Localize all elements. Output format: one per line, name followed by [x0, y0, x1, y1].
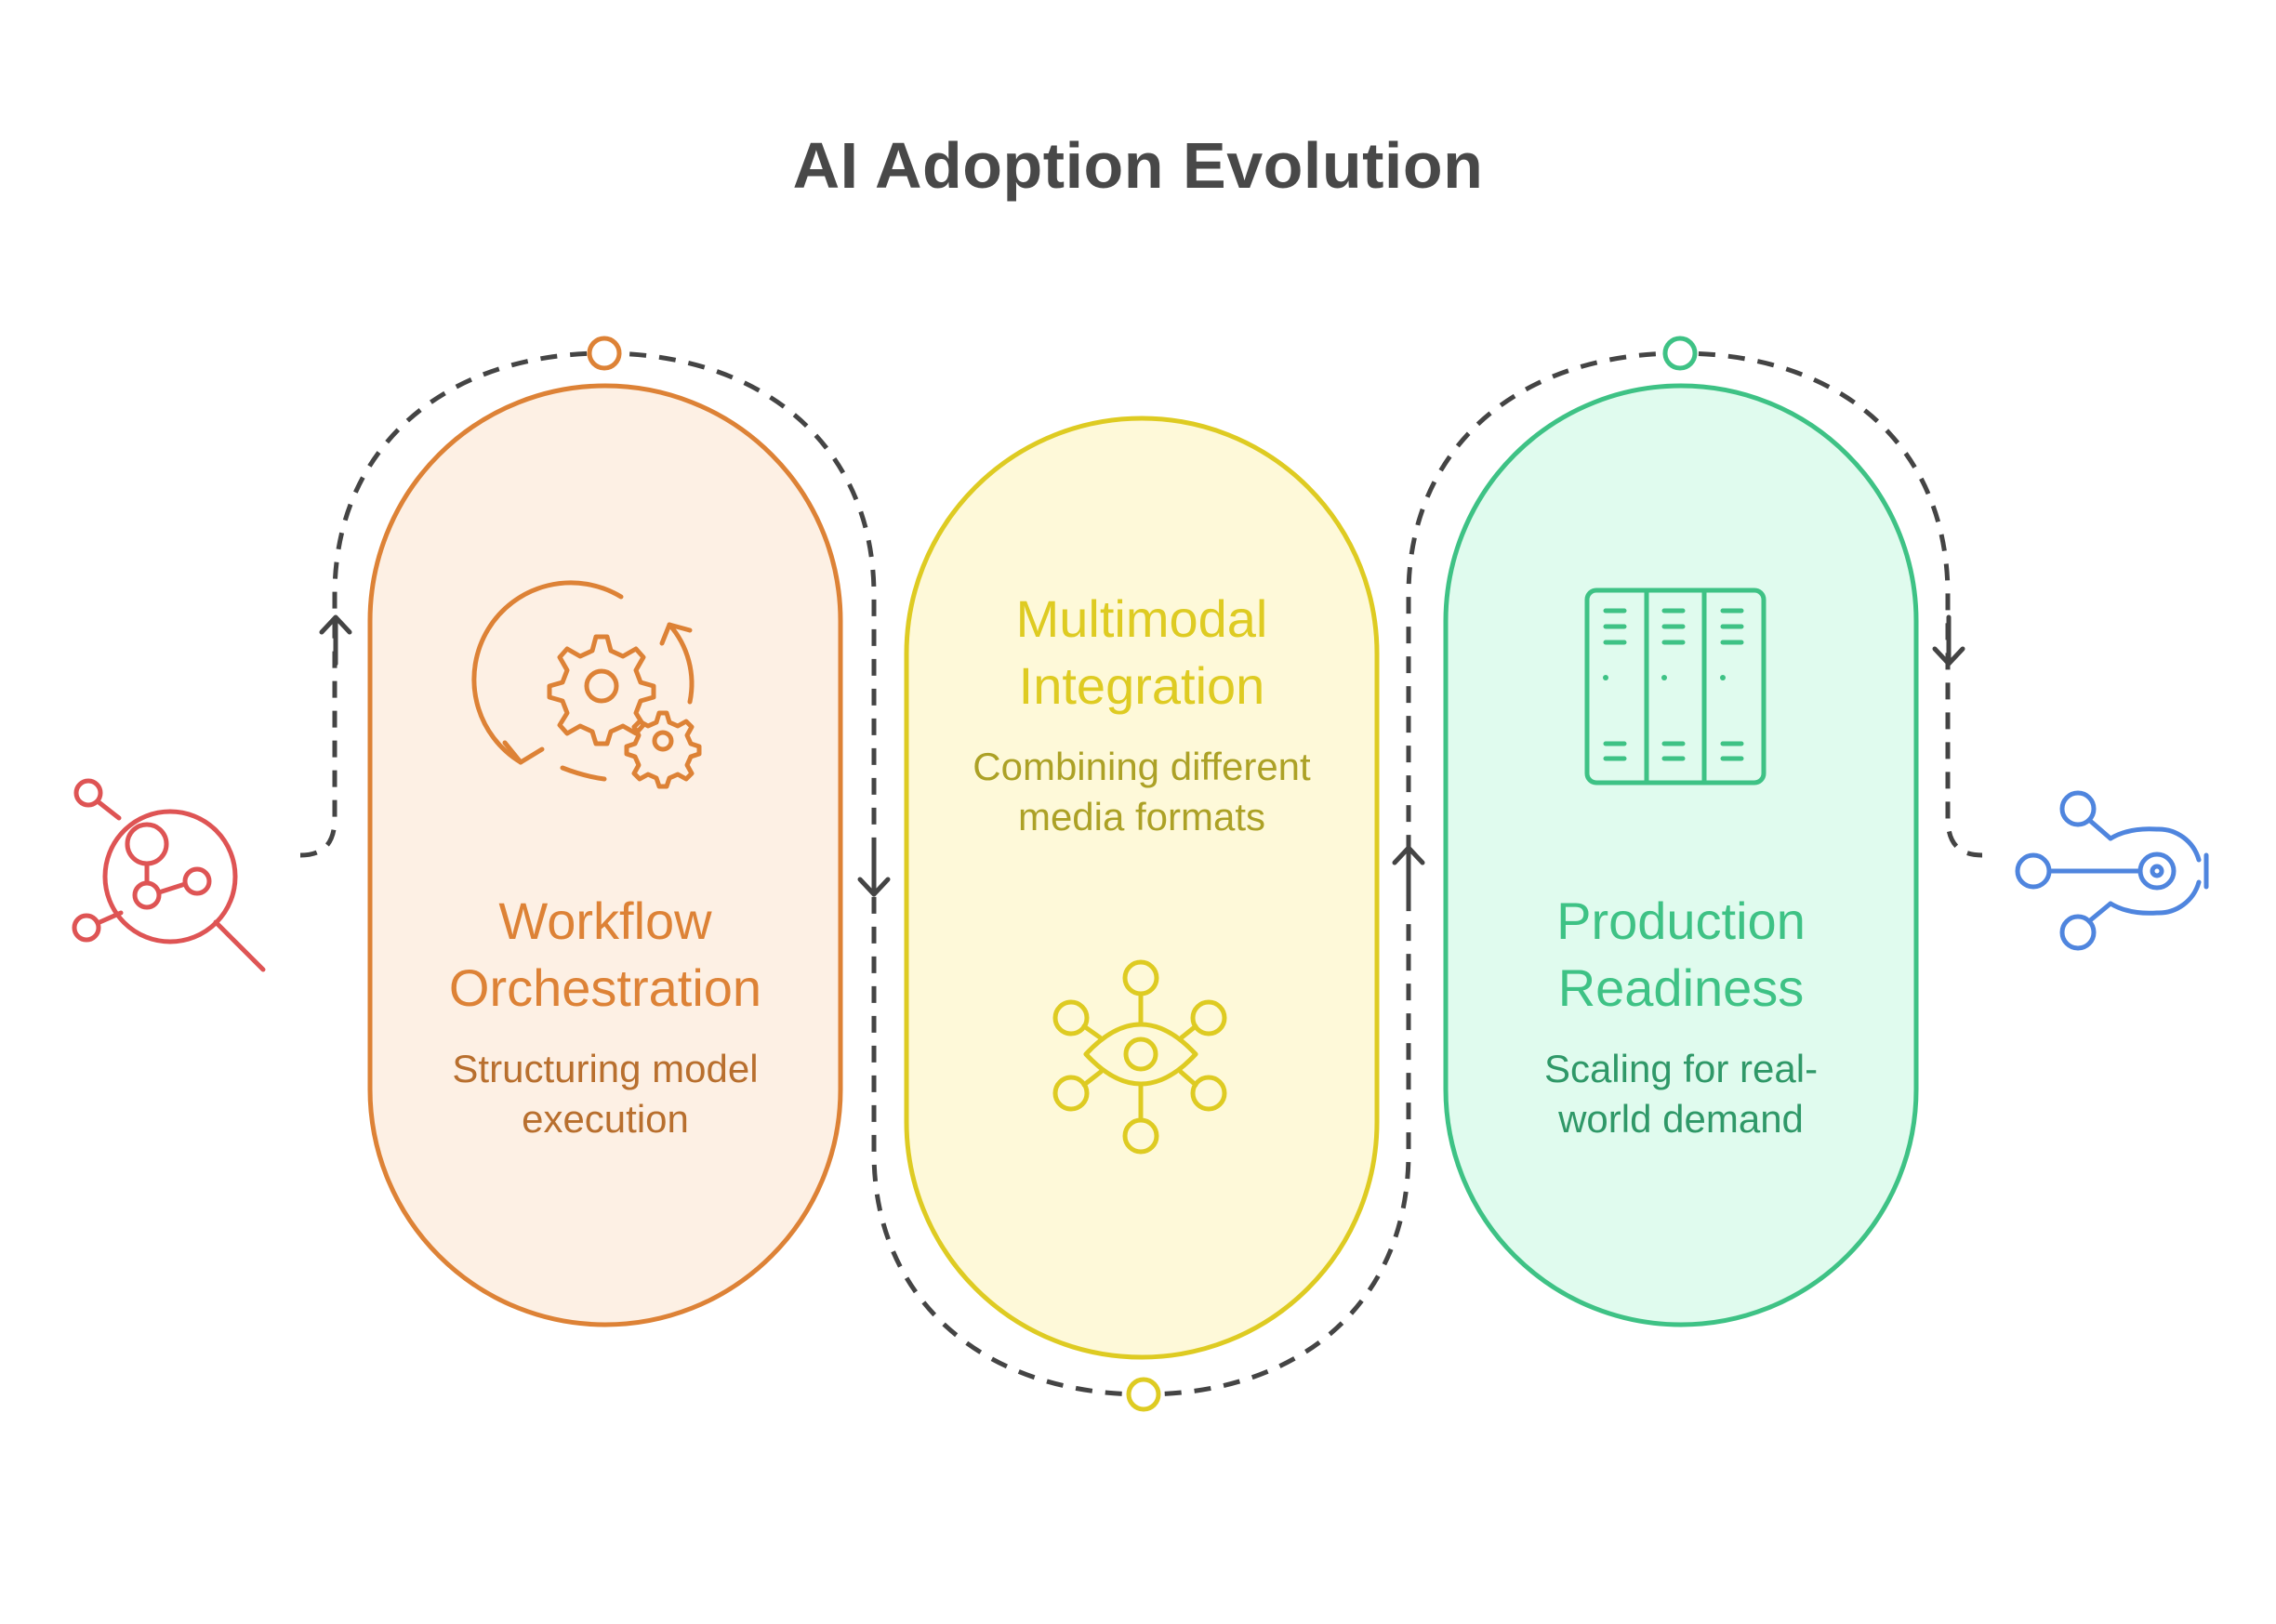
stage-desc-line: execution: [522, 1097, 689, 1141]
stage-title-line: Orchestration: [448, 958, 762, 1017]
circuit-hub-icon: [2015, 790, 2209, 951]
stage-description: Scaling for real- world demand: [1432, 1044, 1930, 1144]
stage-workflow-text: Workflow Orchestration Structuring model…: [370, 888, 840, 1144]
arrow-down-icon: [857, 845, 891, 897]
stage-production-text: Production Readiness Scaling for real- w…: [1432, 888, 1930, 1144]
stage-desc-line: Structuring model: [452, 1047, 759, 1090]
stage-title: Production Readiness: [1432, 888, 1930, 1022]
arrow-down-icon: [1932, 614, 1965, 667]
stage-title-line: Integration: [1018, 656, 1265, 715]
server-rack-icon: [1584, 588, 1767, 786]
stage-pill-multimodal: [904, 416, 1380, 1360]
stage-title-line: Workflow: [498, 891, 712, 950]
stage-desc-line: Combining different: [973, 745, 1311, 788]
node-circle: [1662, 336, 1698, 371]
stage-title-line: Production: [1556, 891, 1806, 950]
node-circle: [587, 336, 622, 371]
diagram-title: AI Adoption Evolution: [792, 129, 1484, 202]
arrow-up-icon: [319, 614, 352, 667]
stage-title-line: Readiness: [1557, 958, 1805, 1017]
stage-pill-workflow: [367, 383, 843, 1327]
stage-description: Structuring model execution: [370, 1044, 840, 1144]
stage-desc-line: world demand: [1558, 1097, 1804, 1141]
stage-desc-line: media formats: [1017, 795, 1266, 838]
stage-desc-line: Scaling for real-: [1543, 1047, 1819, 1090]
arrow-up-icon: [1392, 845, 1425, 897]
eye-network-icon: [1052, 959, 1227, 1155]
stage-description: Combining different media formats: [906, 742, 1377, 842]
stage-title: Multimodal Integration: [906, 586, 1377, 720]
gears-cycle-icon: [471, 580, 702, 789]
data-search-icon: [72, 778, 266, 972]
stage-title: Workflow Orchestration: [370, 888, 840, 1022]
stage-multimodal-text: Multimodal Integration Combining differe…: [906, 586, 1377, 842]
stage-pill-production: [1443, 383, 1919, 1327]
node-circle: [1126, 1377, 1161, 1412]
stage-title-line: Multimodal: [1015, 589, 1268, 648]
